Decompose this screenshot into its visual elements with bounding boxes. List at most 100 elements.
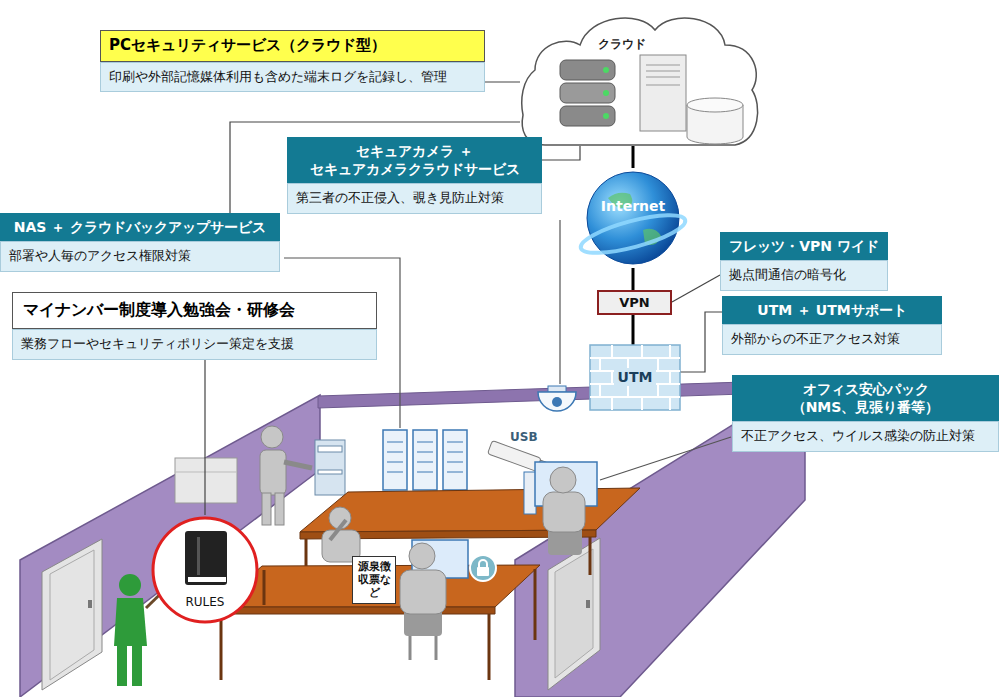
rules-circle-outline-part bbox=[197, 537, 200, 575]
cloud-shape-outline-part bbox=[522, 18, 758, 145]
door-part bbox=[50, 550, 94, 680]
nas-servers-part bbox=[383, 430, 407, 490]
service-callout: PCセキュリティサービス（クラウド型）印刷や外部記憶媒体利用も含めた端末ログを記… bbox=[100, 30, 485, 92]
phone-person bbox=[322, 507, 360, 562]
standing-person-part bbox=[261, 426, 283, 448]
cloud-shape-text: クラウド bbox=[596, 36, 648, 53]
security-camera-part bbox=[548, 386, 566, 392]
monitor-part bbox=[470, 555, 496, 581]
connector bbox=[542, 146, 580, 160]
cloud-shape-outline-part bbox=[603, 90, 609, 96]
connector bbox=[632, 146, 635, 168]
cloud-shape-outline-part bbox=[603, 67, 609, 73]
printer-part bbox=[318, 446, 342, 452]
room-walls bbox=[20, 380, 805, 697]
seated-person bbox=[543, 467, 585, 555]
cloud-shape-outline bbox=[520, 5, 760, 146]
security-camera bbox=[538, 386, 576, 411]
service-callout: UTM ＋ UTMサポート外部からの不正アクセス対策 bbox=[722, 296, 942, 355]
rules-circle: RULES bbox=[150, 515, 260, 625]
firewall-box: UTM bbox=[590, 345, 680, 410]
vpn-box-text: VPN bbox=[599, 292, 670, 313]
service-callout: マイナンバー制度導入勉強会・研修会業務フローやセキュリティポリシー策定を支援 bbox=[12, 292, 377, 360]
connector bbox=[632, 315, 635, 345]
callout-heading: UTM ＋ UTMサポート bbox=[722, 296, 942, 324]
firewall-box-outline-part bbox=[600, 345, 670, 410]
callout-heading: フレッツ・VPN ワイド bbox=[720, 232, 888, 260]
connector bbox=[680, 312, 722, 372]
service-callout: オフィス安心パック （NMS、見張り番等）不正アクセス、ウイルス感染の防止対策 bbox=[732, 375, 999, 452]
cloud-shape-outline-part bbox=[560, 106, 615, 126]
seated-person-part bbox=[435, 636, 438, 660]
monitor-part bbox=[477, 567, 489, 576]
connector bbox=[672, 275, 720, 302]
seated-person-part bbox=[543, 492, 585, 532]
leader-line-part bbox=[559, 220, 560, 384]
instructor-part bbox=[114, 598, 147, 646]
usb-stick-part-part bbox=[488, 440, 542, 471]
security-camera-part bbox=[552, 397, 562, 407]
callout-body: 外部からの不正アクセス対策 bbox=[722, 324, 942, 355]
connector bbox=[632, 268, 635, 290]
callout-heading: オフィス安心パック （NMS、見張り番等） bbox=[732, 375, 999, 421]
internet-globe: Internet bbox=[583, 168, 683, 268]
door-part bbox=[555, 549, 593, 678]
seated-person-part bbox=[400, 570, 446, 614]
desk-part bbox=[263, 570, 266, 605]
monitor-part bbox=[479, 560, 487, 567]
printer-part bbox=[318, 470, 342, 474]
cabinet bbox=[175, 458, 237, 503]
desktop-pc-part bbox=[524, 472, 536, 514]
instructor-part bbox=[119, 574, 141, 596]
door-part bbox=[586, 600, 590, 608]
rules-circle-outline-part bbox=[188, 577, 226, 582]
callout-body: 印刷や外部記憶媒体利用も含めた端末ログを記録し、管理 bbox=[100, 62, 485, 93]
seated-person-part bbox=[409, 543, 435, 569]
cloud-shape: クラウド bbox=[520, 5, 760, 146]
rules-circle-outline-part bbox=[185, 531, 227, 585]
standing-person-part bbox=[260, 450, 286, 495]
door-part bbox=[88, 600, 92, 608]
room-walls-part bbox=[20, 395, 320, 697]
callout-body: 不正アクセス、ウイルス感染の防止対策 bbox=[732, 421, 999, 452]
standing-person bbox=[260, 426, 312, 525]
service-callout: NAS ＋ クラウドバックアップサービス部署や人毎のアクセス権限対策 bbox=[0, 213, 280, 272]
part-label: USB bbox=[510, 430, 538, 444]
vpn-box: VPN bbox=[597, 290, 672, 315]
callout-heading: マイナンバー制度導入勉強会・研修会 bbox=[12, 292, 377, 329]
internet-globe-text: Internet bbox=[583, 198, 683, 214]
desk-part bbox=[488, 614, 491, 680]
seated-person-part bbox=[409, 636, 412, 660]
firewall-box-text: UTM bbox=[614, 368, 657, 386]
callout-heading: セキュアカメラ ＋ セキュアカメラクラウドサービス bbox=[287, 137, 542, 183]
standing-person-part bbox=[275, 493, 284, 525]
seated-person bbox=[400, 543, 446, 660]
security-camera-part bbox=[538, 392, 576, 411]
cloud-shape-outline-part bbox=[603, 113, 609, 119]
rules-circle-outline-part bbox=[153, 518, 257, 622]
instructor-part bbox=[132, 644, 142, 686]
internet-globe-outline bbox=[583, 168, 683, 268]
desk-part bbox=[215, 607, 495, 614]
printer-part bbox=[315, 440, 345, 495]
connector bbox=[485, 81, 520, 82]
connector bbox=[204, 360, 205, 515]
callout-body: 部署や人毎のアクセス権限対策 bbox=[0, 241, 280, 272]
service-callout: フレッツ・VPN ワイド拠点間通信の暗号化 bbox=[720, 232, 888, 291]
callout-heading: NAS ＋ クラウドバックアップサービス bbox=[0, 213, 280, 241]
door-part bbox=[548, 538, 600, 690]
cloud-shape-outline-part bbox=[687, 98, 743, 112]
nas-servers-part bbox=[387, 442, 463, 472]
phone-person-part bbox=[330, 520, 346, 540]
cloud-shape-outline-part bbox=[640, 55, 686, 131]
standing-person-part bbox=[262, 493, 271, 525]
desk-part bbox=[534, 569, 537, 640]
callout-body: 第三者の不正侵入、覗き見防止対策 bbox=[287, 183, 542, 214]
instructor-part bbox=[117, 644, 127, 686]
rules-circle-text: RULES bbox=[183, 595, 226, 609]
nas-servers-part bbox=[413, 430, 437, 490]
standing-person-part bbox=[284, 462, 312, 468]
firewall-box-outline-part bbox=[590, 358, 680, 397]
